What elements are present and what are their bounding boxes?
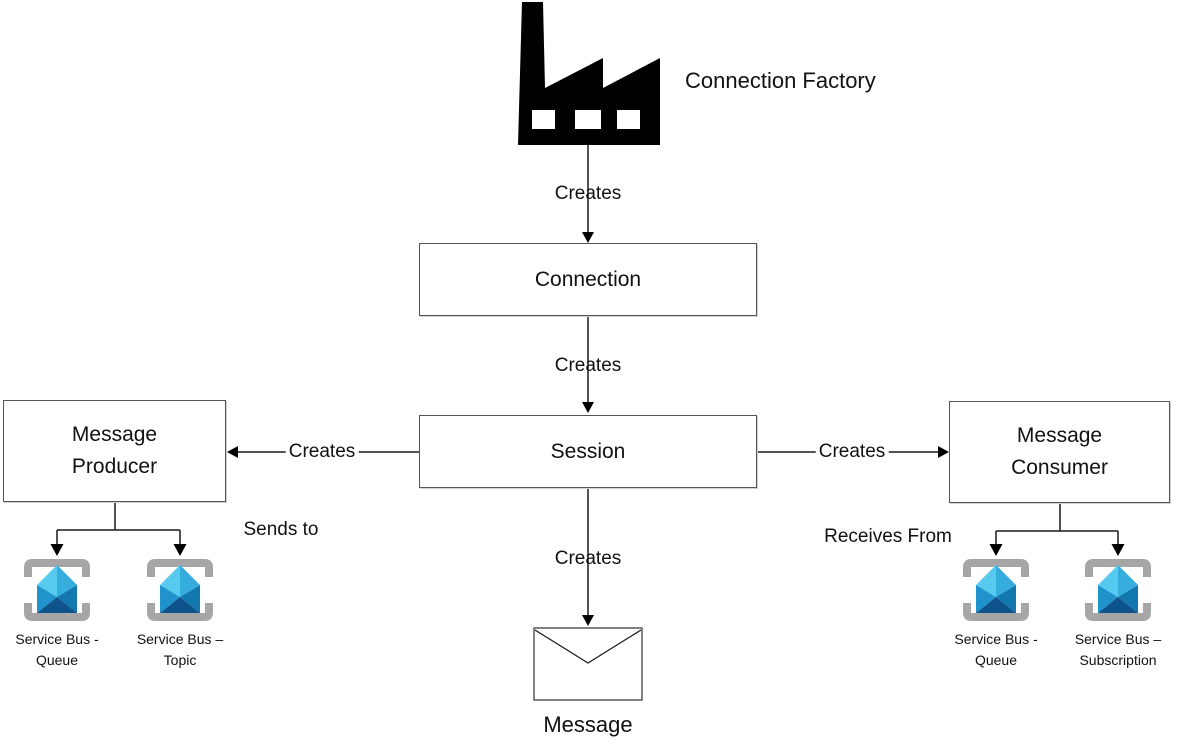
node-consumer-label-line2: Consumer bbox=[1011, 456, 1108, 479]
service-bus-icon bbox=[20, 555, 94, 625]
label-service-bus-queue-left: Service Bus - Queue bbox=[0, 629, 132, 671]
edge-consumer-branches bbox=[995, 504, 1119, 546]
sb-label-line2: Subscription bbox=[1079, 652, 1157, 668]
edge-label-creates-right: Creates bbox=[815, 441, 889, 463]
service-bus-icon bbox=[1081, 555, 1155, 625]
label-sends-to: Sends to bbox=[243, 519, 319, 540]
label-receives-from: Receives From bbox=[824, 526, 952, 547]
sb-label-line2: Topic bbox=[163, 652, 197, 668]
factory-label: Connection Factory bbox=[685, 68, 876, 93]
edge-label-creates-1: Creates bbox=[554, 183, 622, 204]
edge-label-creates-2: Creates bbox=[554, 355, 622, 376]
node-message-consumer: Message Consumer bbox=[949, 401, 1170, 503]
arrowheads bbox=[50, 232, 1125, 626]
node-producer-label-line1: Message bbox=[71, 423, 158, 446]
sb-label-line1: Service Bus - bbox=[954, 631, 1038, 647]
label-service-bus-queue-right: Service Bus - Queue bbox=[921, 629, 1071, 671]
edge-label-creates-down: Creates bbox=[554, 548, 622, 569]
sb-label-line1: Service Bus – bbox=[136, 631, 224, 647]
service-bus-icon bbox=[959, 555, 1033, 625]
edge-producer-branches bbox=[56, 503, 181, 546]
message-label: Message bbox=[543, 712, 633, 737]
node-producer-label-line2: Producer bbox=[71, 455, 158, 478]
node-connection-label: Connection bbox=[534, 267, 642, 291]
node-session-label: Session bbox=[550, 439, 626, 463]
label-service-bus-topic: Service Bus – Topic bbox=[105, 629, 255, 671]
service-bus-icon bbox=[143, 555, 217, 625]
sb-label-line2: Queue bbox=[35, 652, 79, 668]
node-message-producer: Message Producer bbox=[3, 400, 226, 502]
factory-icon bbox=[518, 2, 660, 145]
envelope-icon bbox=[533, 627, 643, 701]
label-service-bus-subscription: Service Bus – Subscription bbox=[1043, 629, 1181, 671]
sb-label-line2: Queue bbox=[974, 652, 1018, 668]
sb-label-line1: Service Bus - bbox=[15, 631, 99, 647]
edge-label-creates-left: Creates bbox=[285, 441, 359, 463]
node-connection: Connection bbox=[419, 243, 757, 316]
node-consumer-label-line1: Message bbox=[1016, 424, 1103, 447]
node-session: Session bbox=[419, 415, 757, 488]
sb-label-line1: Service Bus – bbox=[1074, 631, 1162, 647]
